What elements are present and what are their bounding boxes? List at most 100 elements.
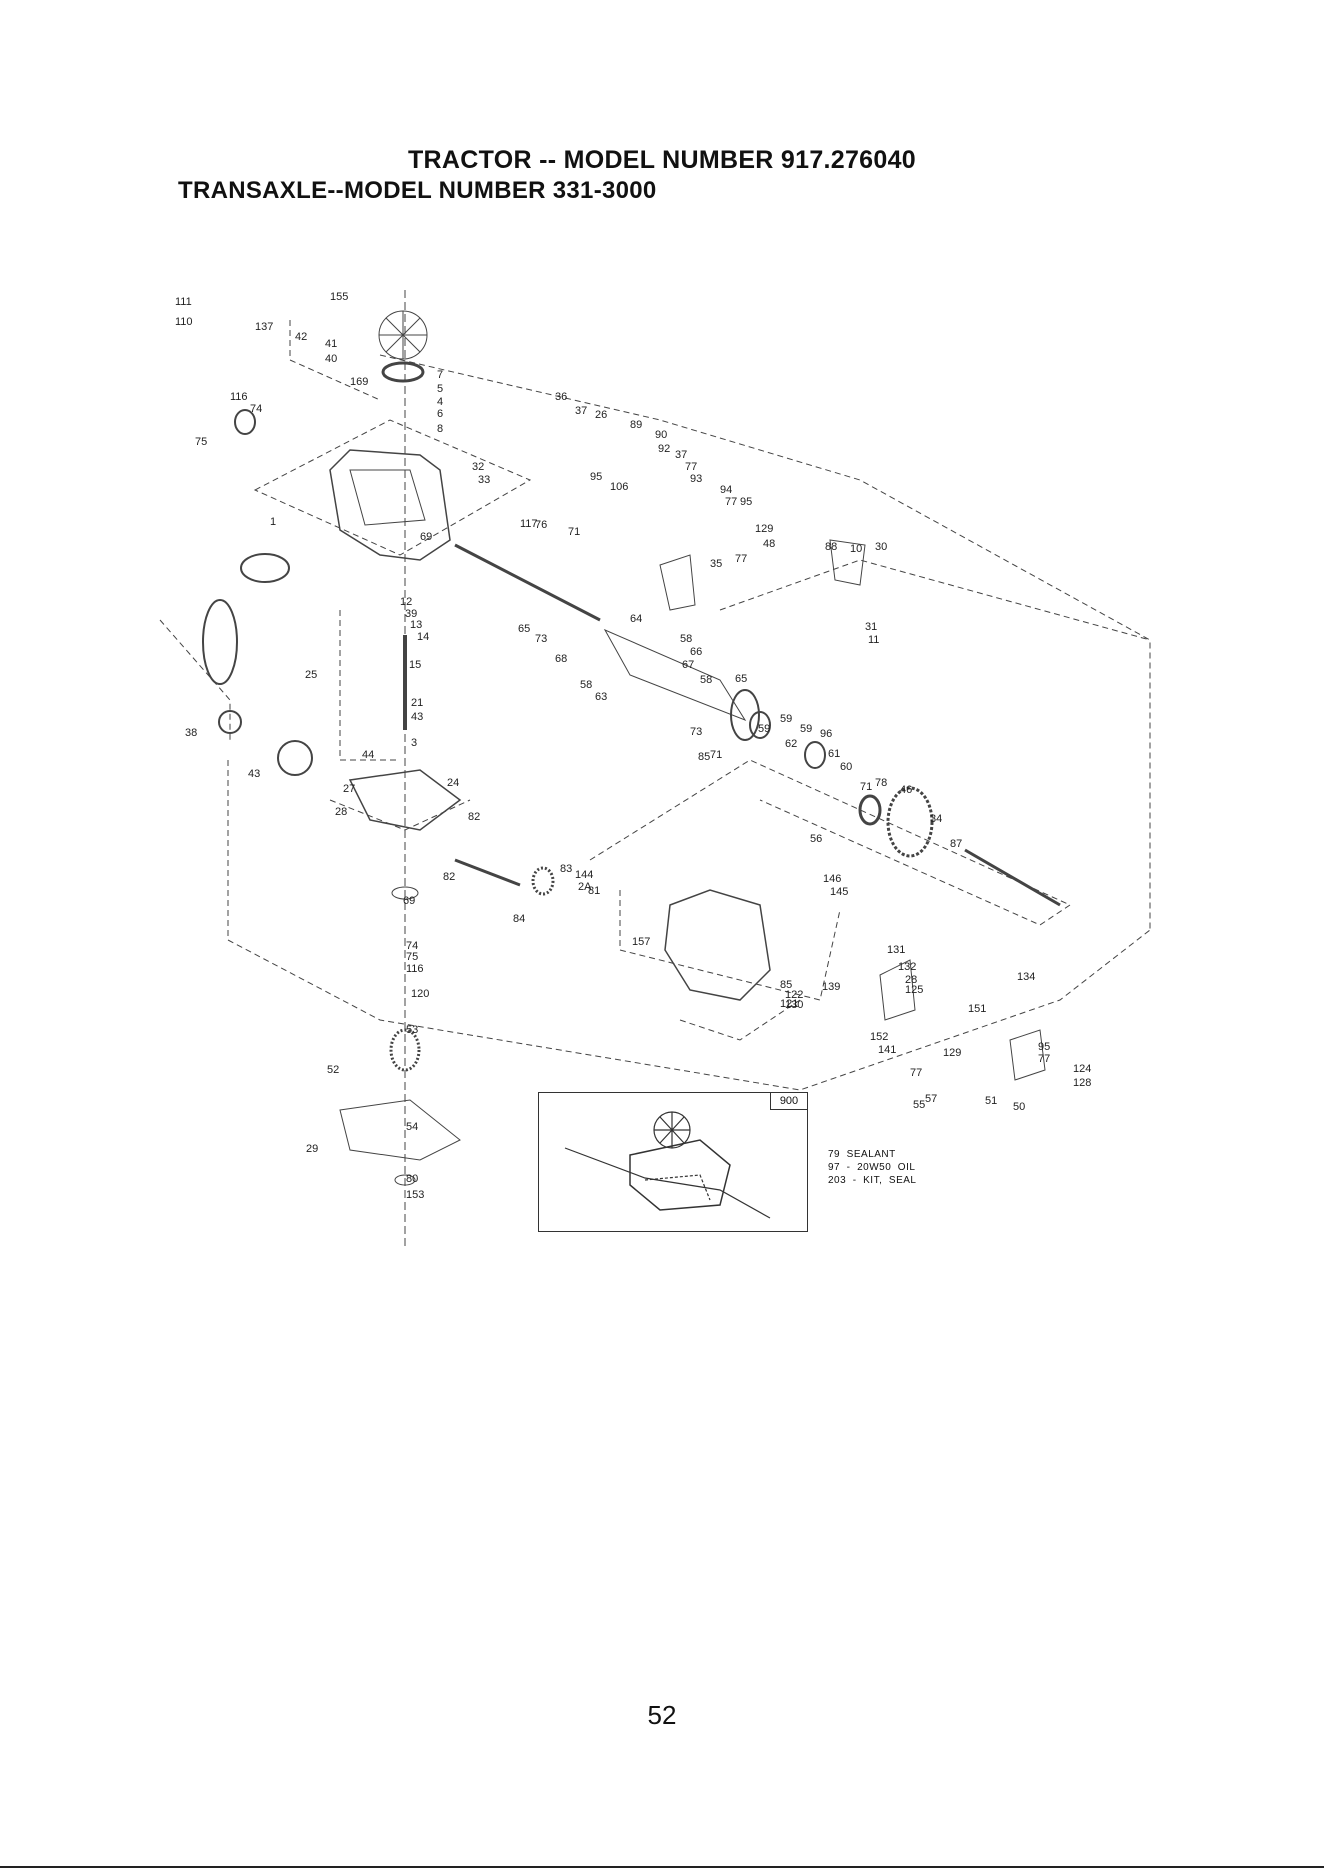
- assembly-inset: 900: [538, 1092, 808, 1232]
- part-callout-number: 89: [630, 419, 642, 431]
- part-callout-number: 2A: [578, 881, 592, 893]
- part-callout-number: 30: [875, 541, 887, 553]
- part-callout-number: 41: [325, 338, 337, 350]
- part-callout-number: 52: [327, 1064, 339, 1076]
- part-callout-number: 58: [700, 674, 712, 686]
- part-callout-number: 56: [810, 833, 822, 845]
- part-callout-number: 59: [758, 723, 770, 735]
- part-callout-number: 36: [555, 391, 567, 403]
- part-callout-number: 15: [409, 659, 421, 671]
- part-callout-number: 95: [740, 496, 752, 508]
- part-callout-number: 32: [472, 461, 484, 473]
- parts-notes: 79 SEALANT 97 - 20W50 OIL 203 - KIT, SEA…: [828, 1148, 916, 1187]
- part-callout-number: 55: [913, 1099, 925, 1111]
- part-callout-number: 63: [595, 691, 607, 703]
- part-callout-number: 37: [575, 405, 587, 417]
- part-callout-number: 44: [362, 749, 374, 761]
- part-callout-number: 67: [682, 659, 694, 671]
- part-callout-number: 58: [580, 679, 592, 691]
- part-callout-number: 78: [875, 777, 887, 789]
- part-callout-number: 71: [710, 749, 722, 761]
- part-callout-number: 77: [735, 553, 747, 565]
- part-callout-number: 42: [295, 331, 307, 343]
- part-callout-number: 152: [870, 1031, 888, 1043]
- part-callout-number: 14: [417, 631, 429, 643]
- part-callout-number: 139: [822, 981, 840, 993]
- part-callout-number: 71: [568, 526, 580, 538]
- part-callout-number: 4: [437, 396, 443, 408]
- part-callout-number: 116: [230, 391, 248, 403]
- part-callout-number: 60: [840, 761, 852, 773]
- part-callout-number: 21: [411, 697, 423, 709]
- part-callout-number: 81: [588, 885, 600, 897]
- note-line: 79 SEALANT: [828, 1149, 896, 1160]
- part-callout-number: 37: [675, 449, 687, 461]
- part-callout-number: 10: [850, 543, 862, 555]
- part-callout-number: 129: [943, 1047, 961, 1059]
- part-callout-number: 5: [437, 383, 443, 395]
- part-callout-number: 1: [270, 516, 276, 528]
- assembly-guide-lines: [159, 290, 1151, 1250]
- part-callout-number: 43: [248, 768, 260, 780]
- part-callout-number: 121: [780, 998, 798, 1010]
- part-callout-number: 48: [763, 538, 775, 550]
- part-callout-number: 33: [478, 474, 490, 486]
- part-callout-number: 106: [610, 481, 628, 493]
- part-callout-number: 6: [437, 408, 443, 420]
- part-callout-number: 75: [195, 436, 207, 448]
- part-callout-number: 28: [335, 806, 347, 818]
- part-callout-number: 11: [868, 634, 879, 646]
- part-callout-number: 7: [437, 369, 443, 381]
- part-callout-number: 110: [175, 316, 193, 328]
- part-callout-number: 77: [910, 1067, 922, 1079]
- part-callout-number: 169: [350, 376, 368, 388]
- part-callout-number: 125: [905, 984, 923, 996]
- part-callout-number: 153: [406, 1189, 424, 1201]
- part-callout-number: 116: [406, 963, 424, 975]
- part-callout-number: 151: [968, 1003, 986, 1015]
- part-callout-number: 29: [306, 1143, 318, 1155]
- part-callout-number: 129: [755, 523, 773, 535]
- part-callout-number: 53: [406, 1024, 418, 1036]
- part-callout-number: 54: [406, 1121, 418, 1133]
- part-callout-number: 87: [950, 838, 962, 850]
- part-callout-number: 69: [403, 895, 415, 907]
- part-callout-number: 95: [590, 471, 602, 483]
- transaxle-assembly-illustration: [564, 1111, 771, 1219]
- part-callout-number: 144: [575, 869, 593, 881]
- part-callout-number: 92: [658, 443, 670, 455]
- part-callout-number: 132: [898, 961, 916, 973]
- part-callout-number: 77: [1038, 1053, 1050, 1065]
- part-callout-number: 50: [1013, 1101, 1025, 1113]
- page-number: 52: [647, 1700, 677, 1730]
- part-callout-number: 137: [255, 321, 273, 333]
- part-callout-number: 8: [437, 423, 443, 435]
- part-callout-number: 77: [685, 461, 697, 473]
- part-callout-number: 38: [185, 727, 197, 739]
- page-subtitle: TRANSAXLE--MODEL NUMBER 331-3000: [178, 177, 657, 204]
- callout-labels: 1111101551374241401697546811674751323311…: [175, 291, 1091, 1201]
- part-callout-number: 90: [655, 429, 667, 441]
- part-callout-number: 134: [1017, 971, 1035, 983]
- part-callout-number: 71: [860, 781, 872, 793]
- part-callout-number: 59: [800, 723, 812, 735]
- part-callout-number: 24: [447, 777, 459, 789]
- part-callout-number: 82: [468, 811, 480, 823]
- part-callout-number: 3: [411, 737, 417, 749]
- part-callout-number: 12: [400, 596, 412, 608]
- part-callout-number: 27: [343, 783, 355, 795]
- part-callout-number: 57: [925, 1093, 937, 1105]
- part-callout-number: 13: [410, 619, 422, 631]
- inset-reference-number: 900: [770, 1093, 807, 1110]
- part-callout-number: 51: [985, 1095, 997, 1107]
- bottom-rule: [0, 1866, 1324, 1868]
- part-callout-number: 74: [406, 940, 418, 952]
- part-callout-number: 80: [406, 1173, 418, 1185]
- part-callout-number: 39: [405, 608, 417, 620]
- part-callout-number: 43: [411, 711, 423, 723]
- part-callout-number: 93: [690, 473, 702, 485]
- part-callout-number: 88: [825, 541, 837, 553]
- part-callout-number: 68: [555, 653, 567, 665]
- part-callout-number: 76: [535, 519, 547, 531]
- part-callout-number: 145: [830, 886, 848, 898]
